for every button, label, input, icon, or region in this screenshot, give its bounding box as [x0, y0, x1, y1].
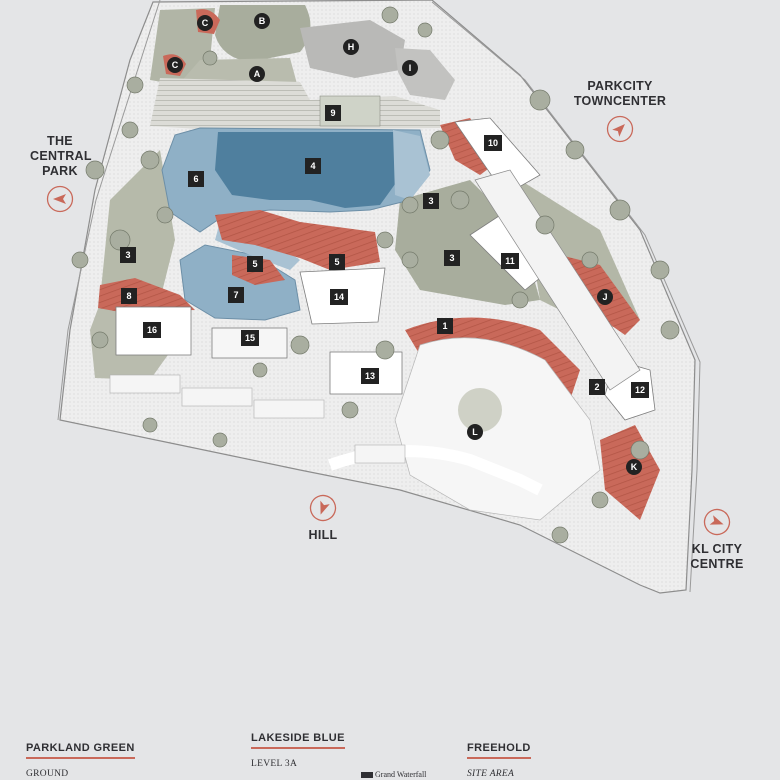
- direction-line: THE: [47, 134, 73, 148]
- marker-6: 6: [193, 174, 198, 184]
- legend-parkland: PARKLAND GREEN GROUND: [26, 738, 135, 779]
- legend-sub: LEVEL 3A: [251, 759, 298, 769]
- marker-a: A: [254, 69, 261, 79]
- compass-arrow-icon: [703, 508, 731, 536]
- legend-sub: GROUND: [26, 769, 69, 779]
- marker-1: 1: [442, 321, 447, 331]
- compass-arrow-icon: [309, 494, 337, 522]
- direction-line: PARK: [42, 164, 78, 178]
- marker-3: 3: [428, 196, 433, 206]
- marker-h: H: [348, 42, 355, 52]
- marker-i: I: [409, 63, 412, 73]
- central-plaza: [394, 337, 601, 521]
- marker-c: C: [202, 18, 209, 28]
- direction-line: TOWNCENTER: [573, 94, 667, 108]
- legend-title: FREEHOLD: [467, 742, 531, 759]
- legend-item-label: Grand Waterfall: [375, 770, 427, 779]
- direction-line: CENTRE: [690, 557, 744, 571]
- building-13: [329, 351, 403, 395]
- compass-arrow-icon: [606, 115, 634, 143]
- marker-4: 4: [310, 161, 315, 171]
- marker-16: 16: [147, 325, 157, 335]
- marker-11: 11: [505, 256, 515, 266]
- drop-off-arc: [327, 445, 543, 496]
- direction-klcc: KL CITY CENTRE: [685, 508, 749, 572]
- marker-b: B: [259, 16, 266, 26]
- marker-8: 8: [126, 291, 131, 301]
- legend-freehold: FREEHOLD SITE AREA: [467, 738, 531, 779]
- east-road: [431, 1, 701, 593]
- pool-7: [179, 244, 301, 321]
- marker-5: 5: [252, 259, 257, 269]
- marker-3: 3: [449, 253, 454, 263]
- parking-row: [109, 374, 406, 464]
- letter-markers: A B C C H I J K L: [167, 13, 642, 475]
- compass-arrow-icon: [46, 185, 74, 213]
- direction-line: PARKCITY: [587, 79, 653, 93]
- plaza-circle: [458, 388, 502, 432]
- marker-5: 5: [334, 257, 339, 267]
- direction-line: HILL: [308, 528, 338, 542]
- marker-7: 7: [233, 290, 238, 300]
- direction-line: KL CITY: [691, 542, 743, 556]
- direction-central-park: THE CENTRAL PARK: [30, 134, 92, 213]
- building-10: [454, 117, 541, 196]
- direction-hill: HILL: [298, 494, 348, 543]
- pool-step: [393, 130, 430, 200]
- marker-j: J: [602, 292, 607, 302]
- marker-2: 2: [594, 382, 599, 392]
- tower-link: [474, 169, 641, 391]
- direction-parkcity: PARKCITY TOWNCENTER: [570, 79, 670, 143]
- lawn-center: [395, 180, 540, 305]
- marker-13: 13: [365, 371, 375, 381]
- direction-line: CENTRAL: [30, 149, 92, 163]
- marker-14: 14: [334, 292, 344, 302]
- tree-icon: [71, 6, 680, 544]
- legend-title: LAKESIDE BLUE: [251, 732, 345, 749]
- legend-item: Grand Waterfall: [361, 770, 426, 779]
- marker-k: K: [631, 462, 638, 472]
- lawn-b: [215, 5, 311, 62]
- legend-lakeside: LAKESIDE BLUE LEVEL 3A Grand Waterfall: [251, 728, 426, 779]
- waterfall-icon: [361, 772, 373, 779]
- marker-15: 15: [245, 333, 255, 343]
- legend-title: PARKLAND GREEN: [26, 742, 135, 759]
- marker-3: 3: [125, 250, 130, 260]
- number-markers: 1 2 3 3 3 4 5 5 6 7 8 9 10 11 12 13 14 1…: [120, 105, 649, 398]
- marker-9: 9: [330, 108, 335, 118]
- lawn-west: [100, 150, 175, 300]
- legend-sub: SITE AREA: [467, 769, 515, 779]
- marker-l: L: [472, 427, 478, 437]
- marker-c: C: [172, 60, 179, 70]
- marker-12: 12: [635, 385, 645, 395]
- deck-1: [405, 317, 580, 400]
- marker-10: 10: [488, 138, 498, 148]
